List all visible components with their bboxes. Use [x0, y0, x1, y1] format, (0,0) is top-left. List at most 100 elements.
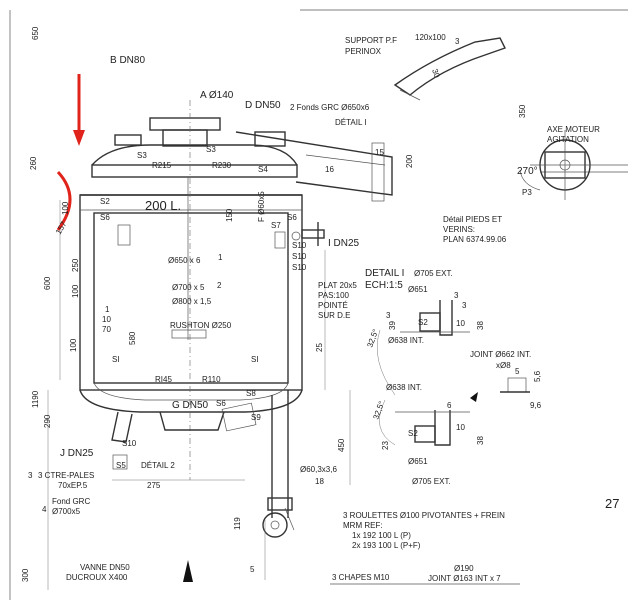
label-s5: S5	[116, 461, 126, 470]
label-3a: 3	[454, 291, 459, 300]
label-joint-662: JOINT Ø662 INT.	[470, 350, 531, 359]
red-arc	[56, 170, 72, 231]
top-lid	[91, 164, 298, 178]
label-s3-left: S3	[137, 151, 147, 160]
label-plat-4: SUR D.E	[318, 311, 350, 320]
label-d-dn50: D DN50	[245, 100, 281, 111]
label-150: 150	[225, 208, 234, 222]
label-i-dn25: I DN25	[328, 238, 360, 249]
label-119: 119	[233, 517, 242, 530]
label-plat-2: PAS:100	[318, 291, 350, 300]
section-arrow-icon	[183, 560, 193, 582]
label-300: 300	[21, 568, 30, 582]
label-r110: R110	[202, 375, 221, 384]
label-200l: 200 L.	[145, 198, 181, 213]
motor-bracket	[235, 131, 393, 196]
nozzle-b	[114, 134, 142, 146]
label-70: 70	[102, 325, 111, 334]
label-detail-i-title-2: ECH:1:5	[365, 280, 403, 291]
label-6: 6	[447, 401, 452, 410]
label-detail-i-title-1: DETAIL I	[365, 268, 404, 279]
nozzle-a-neck	[162, 129, 208, 147]
label-18: 18	[315, 477, 324, 486]
label-16: 16	[325, 165, 334, 174]
label-vanne-2: DUCROUX X400	[66, 573, 128, 582]
label-fonds-grc: 2 Fonds GRC Ø650x6	[290, 103, 370, 112]
label-260: 260	[29, 156, 38, 170]
label-roulettes-1: 3 ROULETTES Ø100 PIVOTANTES + FREIN	[343, 511, 505, 520]
label-3c: 3	[386, 311, 391, 320]
label-450: 450	[337, 438, 346, 452]
label-100-b: 100	[69, 338, 78, 352]
label-157: 157	[54, 219, 69, 236]
label-5-bottom: 5	[250, 565, 255, 574]
label-r230: R230	[212, 161, 232, 170]
label-600: 600	[43, 276, 52, 290]
label-270: 270°	[517, 166, 538, 177]
seal-top-wall	[439, 300, 453, 336]
label-s6-bottom: S6	[216, 399, 226, 408]
label-d800x15: Ø800 x 1,5	[172, 297, 212, 306]
label-15: 15	[375, 148, 384, 157]
label-sup-2: 2	[217, 281, 222, 290]
label-s10-c: S10	[292, 263, 307, 272]
label-10-cote: 10	[102, 315, 111, 324]
red-arrow-head	[73, 130, 85, 146]
label-chapes: 3 CHAPES M10	[332, 573, 390, 582]
caster-fork	[284, 507, 295, 531]
label-d700x5: Ø700 x 5	[172, 283, 205, 292]
label-200-right: 200	[405, 154, 414, 168]
label-325-bot: 32,5°	[371, 400, 386, 421]
label-d638-int-top: Ø638 INT.	[388, 336, 424, 345]
label-38-bot: 38	[476, 436, 485, 445]
detail-i-drawing	[376, 300, 530, 446]
label-d651-bot: Ø651	[408, 457, 428, 466]
sight-port	[291, 231, 301, 241]
label-100-left: 100	[61, 201, 70, 215]
detail-arrow-icon	[470, 392, 478, 402]
label-9-6: 9,6	[530, 401, 542, 410]
label-fond-grc-1: Fond GRC	[52, 497, 90, 506]
label-250: 250	[71, 258, 80, 272]
nozzle-j	[111, 411, 133, 443]
bracket-plate	[371, 142, 385, 202]
caster-mount	[267, 497, 293, 511]
inner-wall	[93, 212, 289, 384]
label-perinox: PERINOX	[345, 47, 382, 56]
label-a-d140: A Ø140	[200, 90, 234, 101]
tank-vessel	[9, 9, 628, 600]
label-detail-pieds-2: VERINS:	[443, 225, 475, 234]
seal-bot-wall	[434, 410, 451, 446]
rushton-impeller	[171, 329, 207, 339]
label-r215: R215	[152, 161, 172, 170]
label-axe-moteur-2: AGITATION	[547, 135, 589, 144]
red-annotations	[56, 74, 85, 231]
label-5-6: 5,6	[533, 370, 542, 382]
label-30-support: 30	[430, 68, 442, 80]
label-roulettes-4: 2x 193 100 L (P+F)	[352, 541, 421, 550]
label-10-bot: 10	[456, 423, 465, 432]
support-detail	[393, 37, 506, 101]
nozzle-d	[254, 131, 286, 147]
label-ctre-pales-2: 70xEP.5	[58, 481, 88, 490]
outlet-flange	[221, 402, 257, 432]
label-23: 23	[381, 441, 390, 450]
label-1-cote: 1	[105, 305, 110, 314]
label-fond-grc-2: Ø700x5	[52, 507, 81, 516]
label-s10-b: S10	[292, 252, 307, 261]
label-si-left: SI	[112, 355, 120, 364]
label-25: 25	[315, 343, 324, 352]
label-s6-right-top: S6	[287, 213, 297, 222]
label-3-left: 3	[28, 471, 33, 480]
label-s10-a: S10	[292, 241, 307, 250]
label-s7: S7	[271, 221, 281, 230]
label-d705-ext-bot: Ø705 EXT.	[412, 477, 451, 486]
label-roulettes-3: 1x 192 100 L (P)	[352, 531, 411, 540]
label-x08: xØ8	[496, 361, 511, 370]
label-39: 39	[388, 321, 397, 330]
label-detail-i-top: DÉTAIL I	[335, 118, 367, 127]
label-d190: Ø190	[454, 564, 474, 573]
label-s4: S4	[258, 165, 268, 174]
label-ctre-pales-1: 3 CTRE-PALES	[38, 471, 94, 480]
label-s8: S8	[246, 389, 256, 398]
